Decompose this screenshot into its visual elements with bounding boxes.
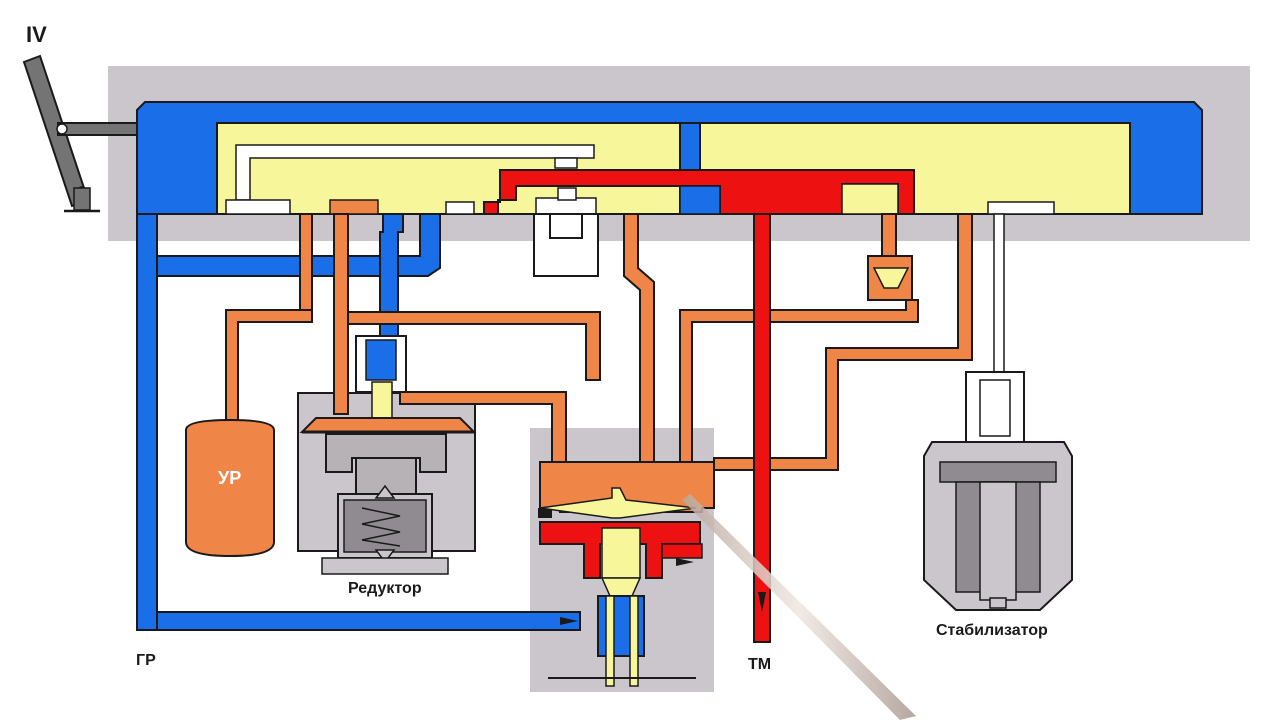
position-label: IV (26, 22, 47, 47)
ur-label: УР (218, 468, 242, 488)
stabilizer-line (993, 213, 1005, 375)
stabilizer (923, 371, 1073, 611)
atmospheric-box (533, 213, 599, 277)
check-valve (867, 255, 913, 301)
reduced-pressure-lines (225, 213, 973, 471)
main-reservoir-channels (136, 101, 1203, 631)
tm-label: ТМ (748, 656, 772, 673)
gr-upper-pipe (156, 213, 441, 277)
gr-lower-pipe (156, 611, 581, 631)
stabilizer-label: Стабилизатор (936, 622, 1048, 639)
gr-label: ГР (136, 652, 156, 669)
valve-body (216, 122, 1131, 215)
pointer-stick-icon (682, 494, 916, 720)
reducer-label: Редуктор (348, 580, 422, 597)
relay-valve (538, 461, 715, 687)
tm-pipe (753, 213, 771, 643)
flow-arrows (560, 558, 694, 625)
gr-pipe (136, 213, 158, 631)
reducer (299, 335, 477, 575)
ur-reservoir (185, 418, 275, 558)
